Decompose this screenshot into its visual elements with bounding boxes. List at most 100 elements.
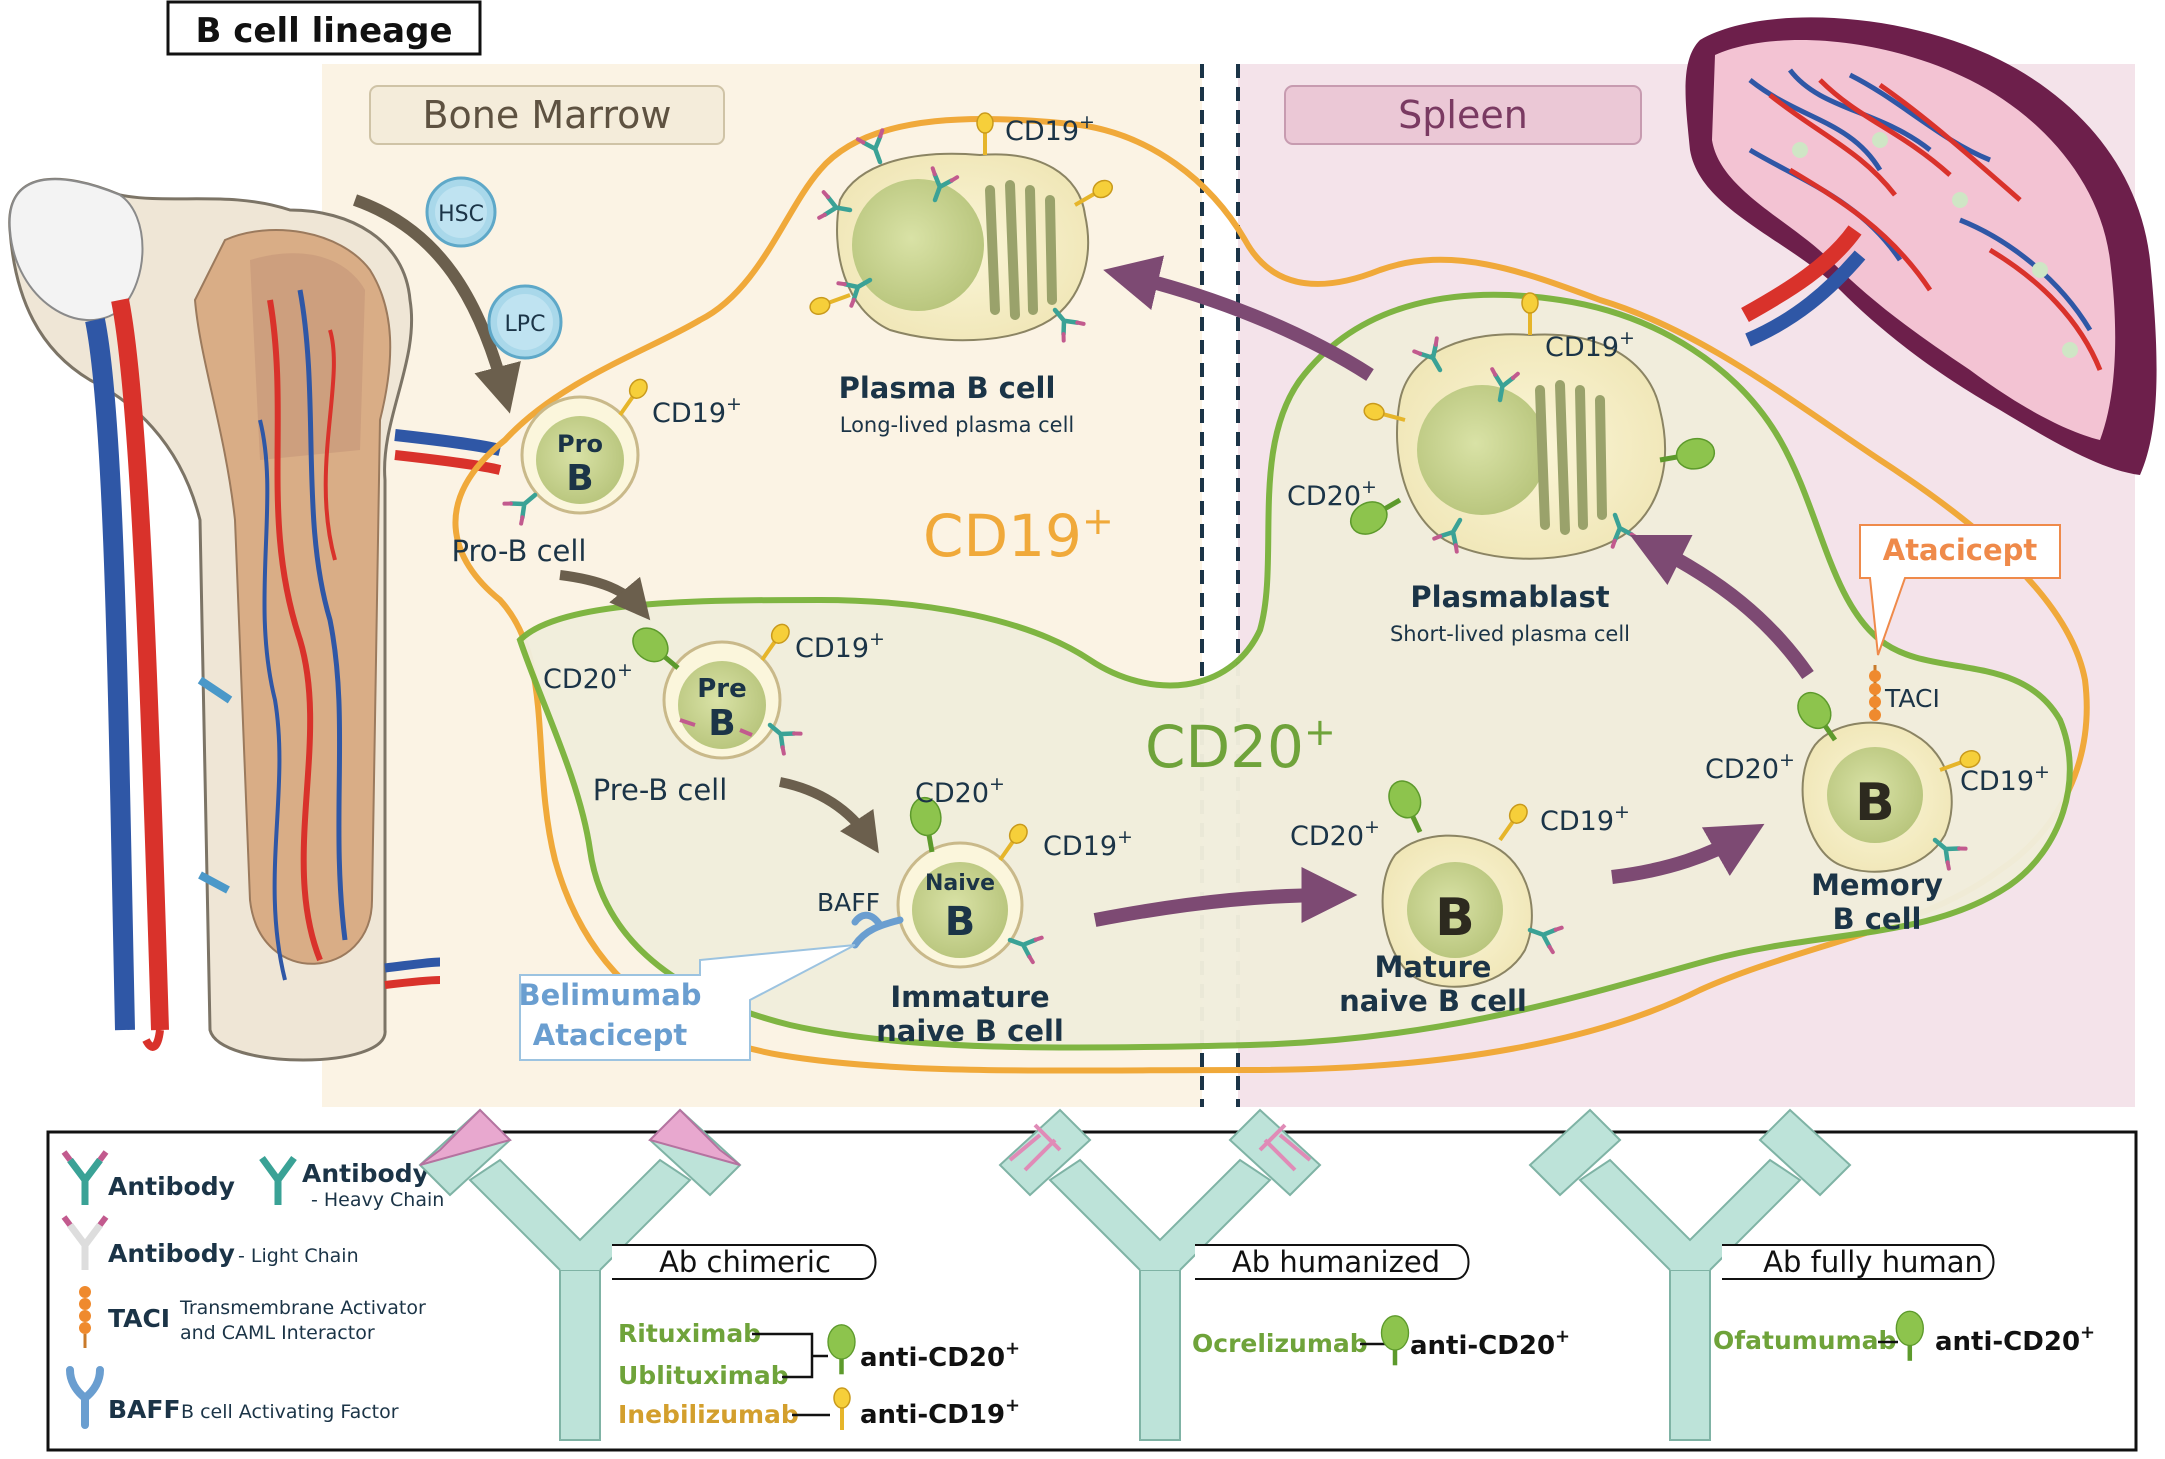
arrow-pro-to-pre <box>559 570 651 621</box>
legend-antibody-icon <box>61 1150 109 1205</box>
plasma-b-cell-label: Plasma B cell <box>839 371 1056 405</box>
lpc-label: LPC <box>505 312 546 337</box>
immature-glyph: B <box>945 899 976 945</box>
mature-cd20-marker: CD20+ <box>1290 816 1380 852</box>
immature-cd20-marker: CD20+ <box>915 773 1005 809</box>
memory-label-1: Memory <box>1811 868 1943 902</box>
immature-label-2: naive B cell <box>876 1014 1064 1048</box>
pre-b-glyph: B <box>708 703 735 744</box>
arrow-plasmablast-to-plasma <box>1103 255 1374 381</box>
plasma-b-cell-sublabel: Long-lived plasma cell <box>840 413 1075 437</box>
arrow-memory-to-plasmablast <box>1629 534 1814 679</box>
arrow-mature-to-memory <box>1611 823 1765 884</box>
drug-rituximab: Rituximab <box>618 1319 761 1348</box>
mature-glyph: B <box>1435 888 1475 948</box>
ab-chimeric-illustration <box>418 1108 742 1441</box>
belimumab-label: Belimumab <box>518 978 701 1012</box>
ab-fully-human-tag <box>1722 1244 1995 1280</box>
baff-marker: BAFF <box>817 888 880 917</box>
plasma-b-cell <box>805 111 1118 341</box>
legend-baff-sub: B cell Activating Factor <box>181 1401 399 1423</box>
pro-b-glyph-top: Pro <box>557 430 603 458</box>
cd19-zone-label: CD19+ <box>923 499 1114 570</box>
chimeric-anti-cd19: anti-CD19+ <box>860 1395 1020 1430</box>
ab-chimeric-label: Ab chimeric <box>659 1245 831 1279</box>
pro-b-glyph: B <box>566 458 593 499</box>
legend-light-chain-icon <box>61 1215 109 1270</box>
atacicept-callout <box>1859 524 2061 656</box>
hsc-label: HSC <box>438 202 484 227</box>
spleen-illustration <box>1685 17 2157 476</box>
legend-light-chain-sub: - Light Chain <box>238 1245 359 1267</box>
ab-humanized-illustration <box>998 1108 1322 1441</box>
fully-human-anti-cd20: anti-CD20+ <box>1935 1322 2095 1357</box>
legend-light-chain: Antibody <box>108 1239 235 1268</box>
pro-b-cd19-marker: CD19+ <box>652 393 742 429</box>
mature-cd19-marker: CD19+ <box>1540 801 1630 837</box>
mature-label-1: Mature <box>1375 950 1492 984</box>
mature-naive-b-cell <box>1383 776 1562 988</box>
immature-naive-b-cell <box>851 795 1042 969</box>
drug-ublituximab: Ublituximab <box>618 1361 789 1390</box>
plasma-cd19-marker: CD19+ <box>1005 111 1095 147</box>
drug-inebilizumab: Inebilizumab <box>618 1400 799 1429</box>
immature-label-1: Immature <box>890 980 1049 1014</box>
pre-b-label: Pre-B cell <box>593 773 728 807</box>
bone-marrow-label-box <box>369 85 725 145</box>
memory-b-cell <box>1791 665 1985 873</box>
pro-b-label: Pro-B cell <box>452 534 587 568</box>
plasmablast-sublabel: Short-lived plasma cell <box>1390 622 1630 646</box>
mature-label-2: naive B cell <box>1339 984 1527 1018</box>
legend-taci-sub-2: and CAML Interactor <box>180 1322 375 1344</box>
legend-heavy-chain-icon <box>259 1155 297 1205</box>
atacicept-label: Atacicept <box>1883 533 2038 567</box>
legend-taci: TACI <box>108 1304 170 1333</box>
plasmablast-label: Plasmablast <box>1410 580 1609 614</box>
femur-illustration <box>8 177 502 1062</box>
memory-cd20-marker: CD20+ <box>1705 749 1795 785</box>
arrow-pre-to-immature <box>778 777 879 854</box>
spleen-label: Spleen <box>1398 93 1528 137</box>
spleen-label-box <box>1284 85 1642 145</box>
pre-b-glyph-top: Pre <box>697 674 747 704</box>
ab-fully-human-illustration <box>1528 1108 1852 1441</box>
pre-b-cd19-marker: CD19+ <box>795 628 885 664</box>
belimumab-atacicept-label: Atacicept <box>533 1018 688 1052</box>
pro-b-cell <box>504 374 653 524</box>
title-box <box>166 0 482 56</box>
ab-fully-human-label: Ab fully human <box>1763 1245 1983 1279</box>
ab-chimeric-tag <box>612 1244 877 1280</box>
memory-label-2: B cell <box>1833 902 1922 936</box>
legend-taci-icon <box>79 1286 91 1348</box>
legend-baff: BAFF <box>108 1395 181 1424</box>
immature-glyph-top: Naive <box>925 871 995 896</box>
ab-humanized-tag <box>1195 1244 1470 1280</box>
plasmablast-cell <box>1345 291 1717 560</box>
legend-heavy-chain-sub: - Heavy Chain <box>311 1189 444 1211</box>
diagram-title: B cell lineage <box>195 11 452 51</box>
plasmablast-cd19-marker: CD19+ <box>1545 327 1635 363</box>
drug-ocrelizumab: Ocrelizumab <box>1192 1329 1368 1358</box>
bone-marrow-label: Bone Marrow <box>422 93 671 137</box>
memory-cd19-marker: CD19+ <box>1960 761 2050 797</box>
humanized-anti-cd20: anti-CD20+ <box>1410 1326 1570 1361</box>
legend-heavy-chain: Antibody <box>302 1159 429 1188</box>
legend-taci-sub-1: Transmembrane Activator <box>179 1297 426 1319</box>
immature-cd19-marker: CD19+ <box>1043 826 1133 862</box>
pre-b-cd20-marker: CD20+ <box>543 659 633 695</box>
ab-humanized-label: Ab humanized <box>1232 1245 1440 1279</box>
belimumab-callout <box>519 944 856 1061</box>
progenitor-arrow <box>352 194 521 414</box>
memory-glyph: B <box>1855 773 1895 833</box>
cd20-zone-label: CD20+ <box>1145 710 1336 781</box>
chimeric-anti-cd20: anti-CD20+ <box>860 1338 1020 1373</box>
legend-baff-icon <box>66 1366 104 1429</box>
taci-marker: TACI <box>1884 684 1940 713</box>
arrow-immature-to-mature <box>1093 867 1358 927</box>
pre-b-cell <box>626 621 800 760</box>
drug-ofatumumab: Ofatumumab <box>1713 1326 1896 1355</box>
legend-antibody: Antibody <box>108 1172 235 1201</box>
plasmablast-cd20-marker: CD20+ <box>1287 476 1377 512</box>
